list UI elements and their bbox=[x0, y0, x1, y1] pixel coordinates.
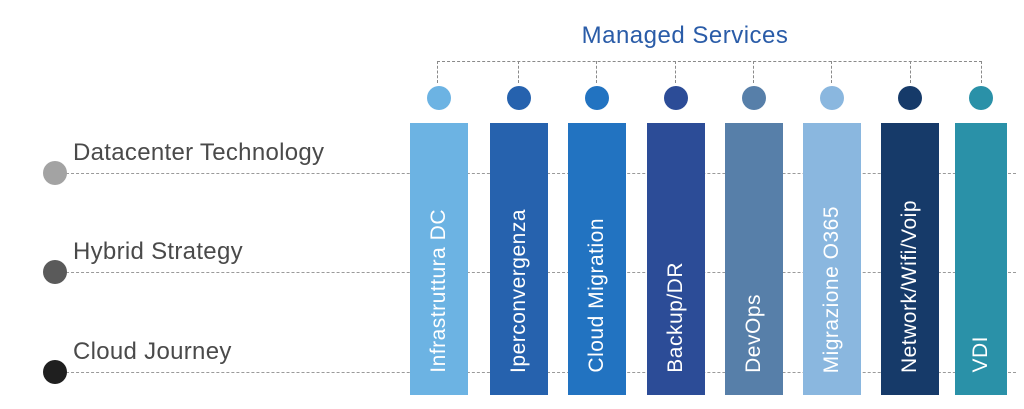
service-tick-vdi bbox=[981, 61, 982, 83]
service-label-migrazione-o365: Migrazione O365 bbox=[820, 205, 843, 373]
service-dot-vdi bbox=[969, 86, 993, 110]
service-tick-cloud-migration bbox=[596, 61, 597, 83]
managed-services-title: Managed Services bbox=[581, 22, 789, 49]
service-dot-iperconvergenza bbox=[507, 86, 531, 110]
service-column-backup-dr: Backup/DR bbox=[647, 123, 705, 395]
service-column-infrastruttura-dc: Infrastruttura DC bbox=[410, 123, 468, 395]
row-label-datacenter-technology: Datacenter Technology bbox=[73, 139, 325, 166]
service-column-cloud-migration: Cloud Migration bbox=[568, 123, 626, 395]
service-label-backup-dr: Backup/DR bbox=[664, 262, 687, 373]
service-label-cloud-migration: Cloud Migration bbox=[585, 218, 608, 373]
service-label-vdi: VDI bbox=[969, 336, 992, 373]
services-bracket bbox=[437, 61, 982, 83]
service-dot-cloud-migration bbox=[585, 86, 609, 110]
service-dot-devops bbox=[742, 86, 766, 110]
service-column-devops: DevOps bbox=[725, 123, 783, 395]
row-dot-hybrid-strategy bbox=[43, 260, 67, 284]
service-dot-migrazione-o365 bbox=[820, 86, 844, 110]
service-tick-network-wifi-voip bbox=[910, 61, 911, 83]
service-column-iperconvergenza: Iperconvergenza bbox=[490, 123, 548, 395]
service-label-iperconvergenza: Iperconvergenza bbox=[507, 209, 530, 373]
service-column-network-wifi-voip: Network/Wifi/Voip bbox=[881, 123, 939, 395]
service-tick-infrastruttura-dc bbox=[437, 61, 438, 83]
service-tick-backup-dr bbox=[675, 61, 676, 83]
service-dot-backup-dr bbox=[664, 86, 688, 110]
service-dot-network-wifi-voip bbox=[898, 86, 922, 110]
service-label-infrastruttura-dc: Infrastruttura DC bbox=[427, 209, 450, 373]
service-tick-migrazione-o365 bbox=[831, 61, 832, 83]
row-label-cloud-journey: Cloud Journey bbox=[73, 338, 232, 365]
row-label-hybrid-strategy: Hybrid Strategy bbox=[73, 238, 243, 265]
service-column-migrazione-o365: Migrazione O365 bbox=[803, 123, 861, 395]
service-label-devops: DevOps bbox=[742, 294, 765, 373]
row-dot-cloud-journey bbox=[43, 360, 67, 384]
service-column-vdi: VDI bbox=[955, 123, 1007, 395]
service-tick-iperconvergenza bbox=[518, 61, 519, 83]
row-dot-datacenter-technology bbox=[43, 161, 67, 185]
service-tick-devops bbox=[753, 61, 754, 83]
service-dot-infrastruttura-dc bbox=[427, 86, 451, 110]
service-label-network-wifi-voip: Network/Wifi/Voip bbox=[898, 199, 921, 373]
